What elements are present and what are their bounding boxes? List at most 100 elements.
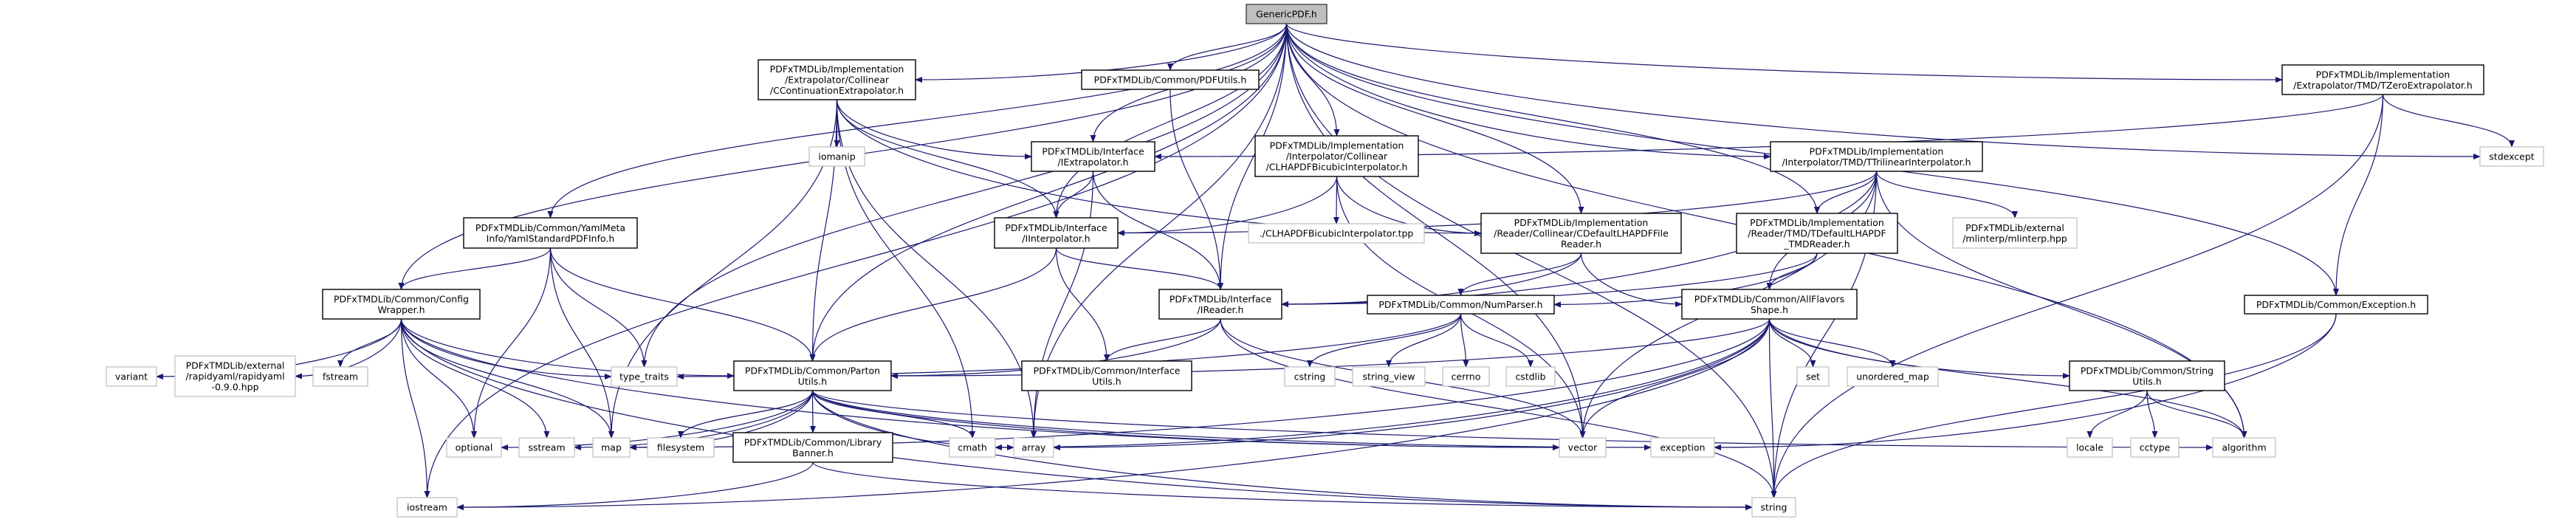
edge-ireader-to-ifutils <box>1104 318 1221 362</box>
node-label: /Reader/TMD/TDefaultLHAPDF <box>1748 228 1886 239</box>
node-label: PDFxTMDLib/Common/AllFlavors <box>1694 293 1844 304</box>
node-label: PDFxTMDLib/Interface <box>1005 222 1107 233</box>
node-trilinear[interactable]: PDFxTMDLib/Implementation/Interpolator/T… <box>1770 141 1983 172</box>
node-box <box>1248 223 1425 244</box>
node-label: /rapidyaml/rapidyaml <box>185 371 284 382</box>
node-label: set <box>1806 371 1820 382</box>
node-label: PDFxTMDLib/Common/Interface <box>1034 365 1181 376</box>
edge-allflav-to-algorithm <box>1768 318 2247 439</box>
node-box <box>174 355 296 397</box>
edge-stringutils-to-locale <box>2086 390 2148 439</box>
node-exception: exception <box>1650 437 1715 458</box>
edge-cont-to-iinterp <box>836 99 1059 219</box>
node-box <box>611 366 678 387</box>
node-cdefault[interactable]: PDFxTMDLib/Implementation/Reader/Colline… <box>1480 213 1682 254</box>
edge-root-to-cdefault <box>1285 23 1584 214</box>
edge-yaml-to-optional <box>471 247 552 439</box>
node-label: cmath <box>958 442 987 453</box>
node-label: unordered_map <box>1856 371 1929 382</box>
node-label: algorithm <box>2222 442 2266 453</box>
node-box <box>1796 366 1830 387</box>
node-box <box>1480 213 1682 254</box>
node-label: PDFxTMDLib/external <box>186 360 285 371</box>
edge-allflav-to-array <box>1053 318 1770 450</box>
edge-allflav-to-set <box>1768 318 1816 368</box>
node-box <box>1650 437 1715 458</box>
node-label: _TMDReader.h <box>1783 238 1849 250</box>
node-box <box>518 437 575 458</box>
edge-numparser-to-cerrno <box>1460 313 1469 368</box>
node-label: PDFxTMDLib/Common/String <box>2081 365 2213 376</box>
edge-root-to-pdfutils <box>1167 23 1288 71</box>
node-yaml[interactable]: PDFxTMDLib/Common/YamlMetaInfo/YamlStand… <box>463 217 638 249</box>
node-label: PDFxTMDLib/Implementation <box>2316 69 2450 80</box>
edge-iextrap-to-iinterp <box>1053 171 1094 219</box>
edge-pdfutils-to-ireader <box>1169 89 1223 290</box>
edge-cont-to-parton <box>809 99 838 362</box>
node-root[interactable]: GenericPDF.h <box>1246 4 1328 24</box>
edge-config-to-iostream <box>400 318 430 498</box>
edge-root-to-vector <box>1285 23 1586 439</box>
node-iextrap[interactable]: PDFxTMDLib/Interface/IExtrapolator.h <box>1031 141 1155 172</box>
node-label: exception <box>1660 442 1705 453</box>
node-exceptionh[interactable]: PDFxTMDLib/Common/Exception.h <box>2244 295 2428 315</box>
node-label: cerrno <box>1452 371 1481 382</box>
edge-trilinear-to-tdefault <box>1814 171 1878 214</box>
node-cerrno: cerrno <box>1442 366 1490 387</box>
edge-parton-to-string <box>811 390 1753 510</box>
node-label: Utils.h <box>1092 376 1121 387</box>
node-box <box>1736 213 1898 254</box>
node-label: Wrapper.h <box>377 304 425 315</box>
node-label: stdexcept <box>2489 151 2534 162</box>
edge-iextrap-to-ireader <box>1092 171 1223 290</box>
node-bicubic[interactable]: PDFxTMDLib/Implementation/Interpolator/C… <box>1254 135 1419 177</box>
node-label: PDFxTMDLib/Common/Library <box>744 436 882 447</box>
edge-ireader-to-parton <box>890 318 1221 379</box>
node-pdfutils[interactable]: PDFxTMDLib/Common/PDFUtils.h <box>1081 69 1260 90</box>
node-label: locale <box>2076 442 2103 453</box>
edge-root-to-yaml <box>547 23 1288 219</box>
node-label: cctype <box>2140 442 2171 453</box>
edge-cont-to-iextrap <box>836 99 1032 159</box>
node-tdefault[interactable]: PDFxTMDLib/Implementation/Reader/TMD/TDe… <box>1736 213 1898 254</box>
node-cont[interactable]: PDFxTMDLib/Implementation/Extrapolator/C… <box>758 59 916 100</box>
edge-tzero-to-exceptionh <box>2333 94 2384 296</box>
node-label: /CLHAPDFBicubicInterpolator.h <box>1266 162 1408 173</box>
node-box <box>463 217 638 249</box>
edge-bicubic-to-cdefault <box>1336 176 1482 236</box>
node-label: string_view <box>1363 371 1415 382</box>
node-cmath: cmath <box>949 437 996 458</box>
node-label: /Reader/Collinear/CDefaultLHAPDFFile <box>1494 228 1669 239</box>
edge-tdefault-to-allflav <box>1766 253 1818 290</box>
node-box <box>808 146 865 167</box>
edge-cdefault-to-ireader <box>1281 253 1582 307</box>
node-label: PDFxTMDLib/Common/Config <box>334 293 469 304</box>
node-iinterp[interactable]: PDFxTMDLib/Interface/IInterpolator.h <box>994 217 1119 249</box>
node-tzero[interactable]: PDFxTMDLib/Implementation/Extrapolator/T… <box>2281 64 2484 95</box>
node-label: /IInterpolator.h <box>1022 233 1090 244</box>
node-label: /IReader.h <box>1198 304 1244 315</box>
node-box <box>1246 4 1328 24</box>
node-box <box>1021 360 1192 391</box>
node-label: PDFxTMDLib/Common/NumParser.h <box>1378 299 1542 310</box>
node-sstream: sstream <box>518 437 575 458</box>
edge-exceptionh-to-exception <box>1714 313 2337 450</box>
node-tpp: ./CLHAPDFBicubicInterpolator.tpp <box>1248 223 1425 244</box>
node-box <box>1681 289 1858 320</box>
node-box <box>592 437 631 458</box>
node-label: PDFxTMDLib/Implementation <box>1750 217 1884 228</box>
node-label: cstring <box>1294 371 1326 382</box>
edge-yaml-to-parton <box>549 247 816 362</box>
node-ireader[interactable]: PDFxTMDLib/Interface/IReader.h <box>1158 289 1282 320</box>
edge-banner-to-string <box>812 461 1753 510</box>
node-box <box>1847 366 1939 387</box>
node-numparser[interactable]: PDFxTMDLib/Common/NumParser.h <box>1367 295 1555 315</box>
edge-yaml-to-map <box>549 247 614 439</box>
node-box <box>2244 295 2428 315</box>
